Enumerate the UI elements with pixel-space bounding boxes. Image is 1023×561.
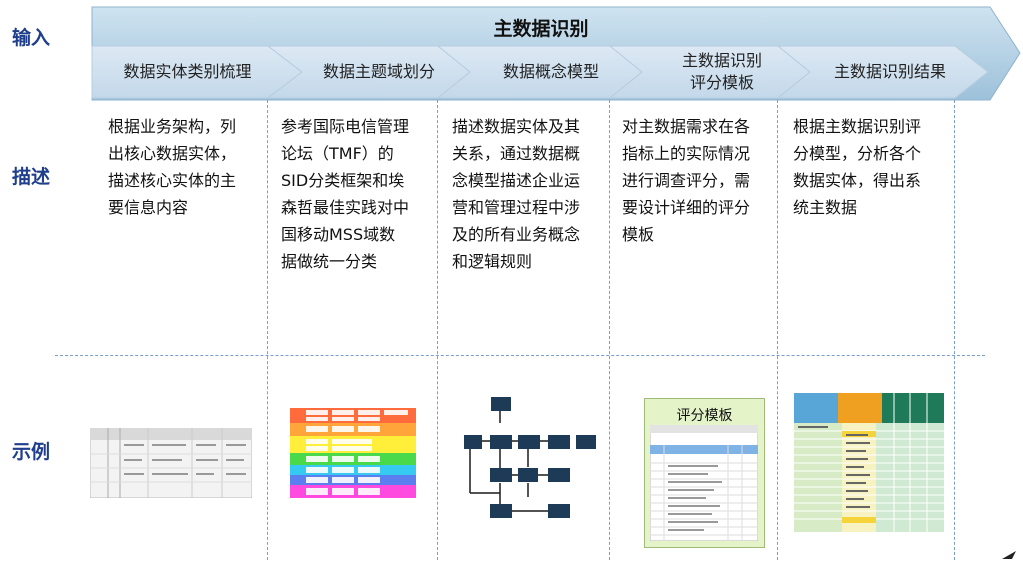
example-concept-model xyxy=(464,397,596,518)
stage-label-5: 主数据识别结果 xyxy=(833,62,946,81)
divider-2 xyxy=(437,100,438,560)
corner-mark xyxy=(1002,551,1016,559)
row-label-input: 输入 xyxy=(12,27,51,49)
stage-label-2: 数据主题域划分 xyxy=(322,62,435,81)
main-title: 主数据识别 xyxy=(493,18,589,40)
divider-4 xyxy=(777,100,778,560)
stage-chevron-5 xyxy=(776,45,989,99)
row-label-describe: 描述 xyxy=(12,166,51,188)
divider-3 xyxy=(609,100,610,560)
stage-label-3: 数据概念模型 xyxy=(502,62,599,81)
stage-label-4: 主数据识别 评分模板 xyxy=(681,51,762,92)
divider-5 xyxy=(954,100,955,560)
stage-label-1: 数据实体类别梳理 xyxy=(123,62,252,81)
description-5: 根据主数据识别评 分模型，分析各个 数据实体，得出系 统主数据 xyxy=(793,117,922,217)
example-result-sheet xyxy=(794,393,944,532)
example-entity-table xyxy=(90,428,252,498)
description-1: 根据业务架构，列 出核心数据实体， 描述核心实体的主 要信息内容 xyxy=(108,117,237,217)
divider-horizontal xyxy=(55,355,985,356)
row-label-example: 示例 xyxy=(12,441,51,463)
example-scoring-template: 评分模板 xyxy=(644,398,765,548)
description-3: 描述数据实体及其 关系，通过数据概 念模型描述企业运 营和管理过程中涉 及的所有… xyxy=(452,117,581,271)
description-4: 对主数据需求在各 指标上的实际情况 进行调查评分，需 要设计详细的评分 模板 xyxy=(622,117,751,244)
template-title: 评分模板 xyxy=(676,408,733,424)
description-2: 参考国际电信管理 论坛（TMF）的 SID分类框架和埃 森哲最佳实践对中 国移动… xyxy=(281,117,410,271)
process-banner xyxy=(91,6,1021,101)
example-classification-table xyxy=(290,408,416,498)
divider-1 xyxy=(267,100,268,560)
template-sheet xyxy=(650,425,758,541)
